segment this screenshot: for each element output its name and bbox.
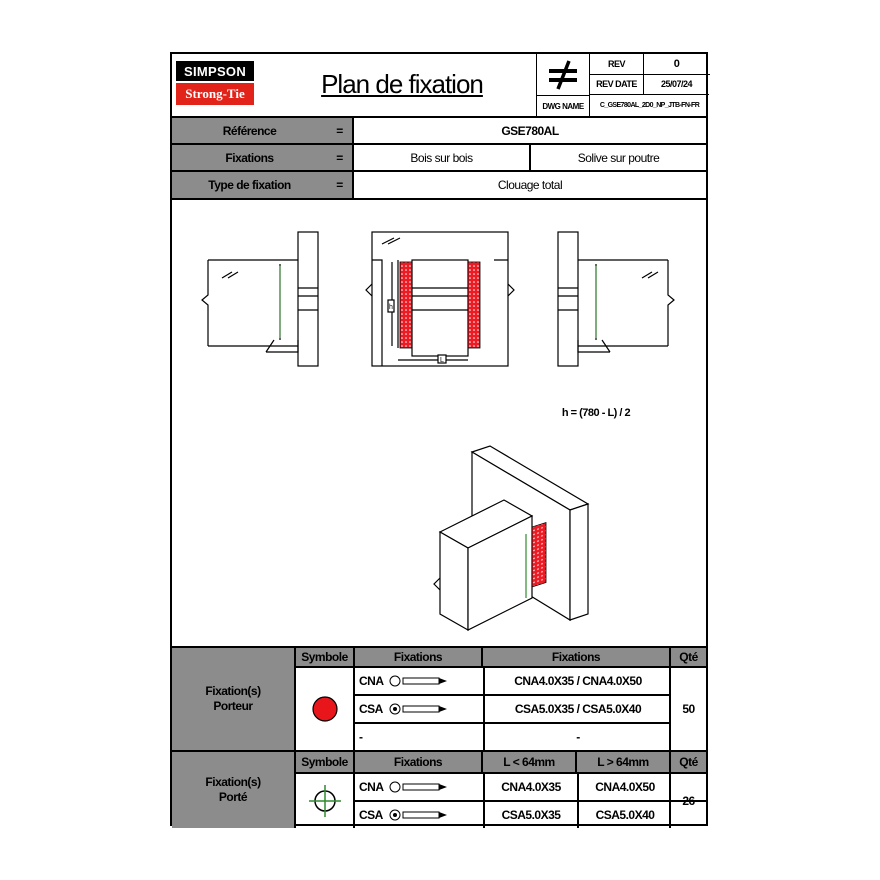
row-type: CSA xyxy=(359,808,383,822)
screw-icon xyxy=(389,703,447,715)
info-table: Référence = GSE780AL Fixations = Bois su… xyxy=(172,118,706,202)
left-side-view xyxy=(201,231,319,367)
reference-value: GSE780AL xyxy=(352,118,706,145)
row-big-value: CNA4.0X50 xyxy=(577,774,671,800)
dwg-name-value: C_GSE780AL_2D0_NP_JTB-FN-FR xyxy=(589,95,709,116)
page-title: Plan de fixation xyxy=(321,68,484,99)
row-type: CNA xyxy=(359,780,384,794)
qty-header: Qté xyxy=(669,648,706,668)
row-value: - xyxy=(483,724,671,750)
fixations-value-1: Bois sur bois xyxy=(352,145,529,172)
equals-sign: = xyxy=(327,118,352,145)
porteur-row: CNA CNA4.0X35 / CNA4.0X50 xyxy=(353,668,669,696)
porteur-qty: 50 xyxy=(669,668,706,750)
rev-value: 0 xyxy=(643,54,709,74)
fixations-header: Fixations xyxy=(353,752,481,774)
rev-label: REV xyxy=(589,54,643,74)
dim-l-label: L xyxy=(440,357,444,364)
type-label: Type de fixation xyxy=(172,172,327,200)
porte-label-line1: Fixation(s) xyxy=(205,775,261,789)
isometric-view xyxy=(433,445,590,632)
porteur-row: CSA CSA5.0X35 / CSA5.0X40 xyxy=(353,696,669,724)
fixations-label: Fixations xyxy=(172,145,327,172)
l-small-header: L < 64mm xyxy=(481,752,575,774)
drawing-sheet: SIMPSON Strong-Tie Plan de fixation REV … xyxy=(170,52,710,828)
simpson-logo: SIMPSON Strong-Tie xyxy=(176,61,254,107)
nail-icon xyxy=(389,781,447,793)
type-value: Clouage total xyxy=(352,172,706,200)
screw-icon xyxy=(389,809,447,821)
qty-header: Qté xyxy=(669,752,706,774)
row-small-value: CNA4.0X35 xyxy=(483,774,577,800)
fixations-header-2: Fixations xyxy=(481,648,669,668)
technical-drawing: h L h = (780 - L) / 2 xyxy=(201,231,675,632)
red-dot-symbol xyxy=(294,668,353,750)
porte-label: Fixation(s) Porté xyxy=(172,752,294,828)
row-type: CNA xyxy=(359,674,384,688)
equals-sign: = xyxy=(327,172,352,200)
row-small-value: CSA5.0X35 xyxy=(483,802,577,828)
porteur-label: Fixation(s) Porteur xyxy=(172,648,294,750)
porte-label-line2: Porté xyxy=(218,790,248,804)
rev-date-value: 25/07/24 xyxy=(643,74,709,95)
porteur-label-line2: Porteur xyxy=(213,699,253,713)
porteur-label-line1: Fixation(s) xyxy=(205,684,261,698)
row-big-value: CSA5.0X40 xyxy=(577,802,671,828)
fixations-value-2: Solive sur poutre xyxy=(529,145,706,172)
rev-date-label: REV DATE xyxy=(589,74,643,95)
right-side-view xyxy=(557,231,675,367)
symbol-header: Symbole xyxy=(294,752,353,774)
not-equal-icon xyxy=(537,54,589,96)
porte-row: CSA CSA5.0X35 CSA5.0X40 xyxy=(353,802,669,828)
logo-line1: SIMPSON xyxy=(176,61,254,81)
dim-h-label: h xyxy=(389,304,393,311)
nail-icon xyxy=(389,675,447,687)
fixations-header: Fixations xyxy=(353,648,481,668)
row-type: - xyxy=(359,730,363,744)
crosshair-symbol xyxy=(294,774,353,828)
red-nail-plate-right xyxy=(467,261,481,349)
porteur-table: Fixation(s) Porteur Symbole Fixations Fi… xyxy=(172,646,706,750)
porte-row: CNA CNA4.0X35 CNA4.0X50 xyxy=(353,774,706,802)
dwg-name-label: DWG NAME xyxy=(537,95,589,116)
row-type: CSA xyxy=(359,702,383,716)
row-value: CSA5.0X35 / CSA5.0X40 xyxy=(483,696,671,722)
logo-line2: Strong-Tie xyxy=(176,83,254,105)
equals-sign: = xyxy=(327,145,352,172)
reference-label: Référence xyxy=(172,118,327,145)
row-value: CNA4.0X35 / CNA4.0X50 xyxy=(483,668,671,694)
red-nail-plate-iso xyxy=(531,521,547,588)
symbol-header: Symbole xyxy=(294,648,353,668)
red-nail-plate-left xyxy=(399,261,413,349)
l-big-header: L > 64mm xyxy=(575,752,669,774)
revision-block: REV 0 REV DATE 25/07/24 DWG NAME C_GSE78… xyxy=(536,53,710,116)
porte-qty: 26 xyxy=(669,774,706,828)
porteur-row: - - xyxy=(353,724,669,750)
porte-table: Fixation(s) Porté Symbole Fixations L < … xyxy=(172,750,706,828)
front-view xyxy=(365,231,515,367)
formula: h = (780 - L) / 2 xyxy=(562,407,631,419)
